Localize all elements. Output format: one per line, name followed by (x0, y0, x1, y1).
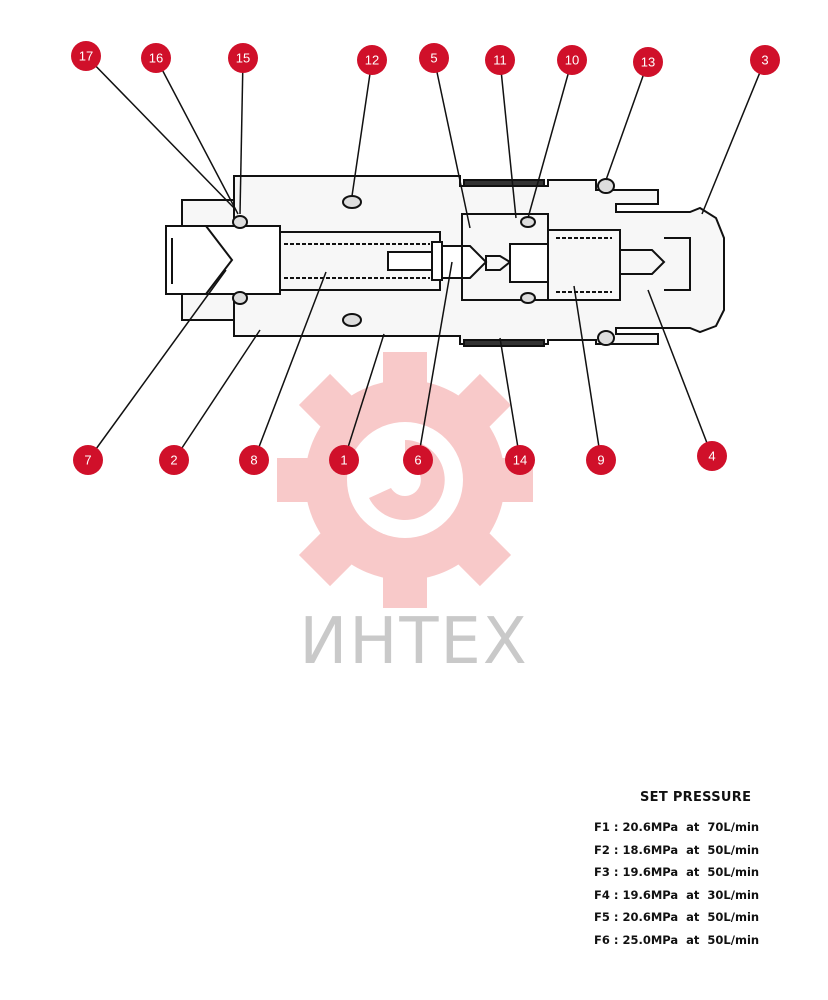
set-pressure-row: F4 : 19.6MPa at 30L/min (594, 887, 760, 902)
watermark-text: ИНТЕХ (299, 605, 529, 679)
set-pressure-title: SET PRESSURE (640, 790, 752, 805)
callout-number: 11 (493, 53, 507, 68)
callout-3: 3 (750, 45, 780, 75)
callout-4: 4 (697, 441, 727, 471)
callout-number: 6 (414, 453, 421, 468)
callout-circle (228, 43, 258, 73)
callout-circle (159, 445, 189, 475)
callout-circle (141, 43, 171, 73)
callout-number: 1 (340, 453, 347, 468)
callout-circle (633, 47, 663, 77)
callout-number: 5 (430, 51, 437, 66)
callout-10: 10 (557, 45, 587, 75)
callout-5: 5 (419, 43, 449, 73)
callout-number: 10 (565, 53, 579, 68)
callout-circle (73, 445, 103, 475)
callout-1: 1 (329, 445, 359, 475)
callout-number: 14 (513, 453, 527, 468)
set-pressure-row: F5 : 20.6MPa at 50L/min (594, 910, 760, 925)
callout-circle (357, 45, 387, 75)
callout-number: 15 (236, 51, 250, 66)
callout-12: 12 (357, 45, 387, 75)
callout-circle (586, 445, 616, 475)
callout-2: 2 (159, 445, 189, 475)
callout-13: 13 (633, 47, 663, 77)
callout-11: 11 (485, 45, 515, 75)
callout-circle (71, 41, 101, 71)
callout-number: 17 (79, 49, 93, 64)
callout-circle (485, 45, 515, 75)
valve-body (165, 175, 725, 347)
callout-number: 3 (761, 53, 768, 68)
callout-number: 13 (641, 55, 655, 70)
leader-lines (85, 55, 766, 461)
callout-circle (557, 45, 587, 75)
callout-number: 16 (149, 51, 163, 66)
callout-8: 8 (239, 445, 269, 475)
callout-number: 4 (708, 449, 715, 464)
set-pressure-table: SET PRESSURE F1 : 20.6MPa at 70L/min F2 … (594, 790, 814, 955)
callout-number: 2 (170, 453, 177, 468)
callout-circle (419, 43, 449, 73)
callout-14: 14 (505, 445, 535, 475)
callout-6: 6 (403, 445, 433, 475)
callout-circle (239, 445, 269, 475)
callout-circle (505, 445, 535, 475)
callout-circle (403, 445, 433, 475)
set-pressure-row: F6 : 25.0MPa at 50L/min (594, 932, 760, 947)
callout-7: 7 (73, 445, 103, 475)
callout-17: 17 (71, 41, 101, 71)
callout-circle (329, 445, 359, 475)
callout-number: 12 (365, 53, 379, 68)
callout-number: 8 (250, 453, 257, 468)
callout-number: 7 (84, 453, 91, 468)
callout-15: 15 (228, 43, 258, 73)
set-pressure-row: F2 : 18.6MPa at 50L/min (594, 842, 760, 857)
callout-9: 9 (586, 445, 616, 475)
callout-circle (697, 441, 727, 471)
set-pressure-row: F3 : 19.6MPa at 50L/min (594, 865, 760, 880)
callout-16: 16 (141, 43, 171, 73)
set-pressure-row: F1 : 20.6MPa at 70L/min (594, 820, 760, 834)
callout-number: 9 (597, 453, 604, 468)
callout-circle (750, 45, 780, 75)
